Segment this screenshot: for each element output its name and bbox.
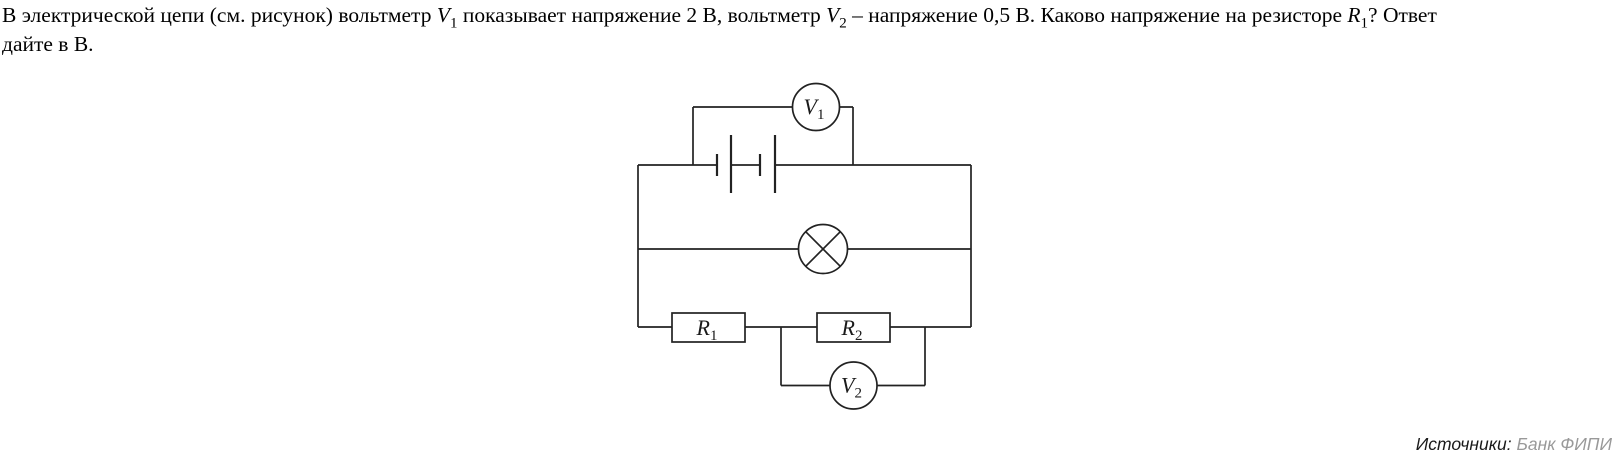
- battery-icon: [715, 135, 777, 193]
- source-attribution: Источники: Банк ФИПИ: [1416, 434, 1612, 455]
- voltmeter-v1: V1: [692, 82, 854, 165]
- source-label: Источники:: [1415, 434, 1512, 454]
- problem-text-segment: ? Ответ: [1368, 3, 1437, 27]
- voltmeter-v1-label: V1: [804, 94, 825, 123]
- voltmeter-v2: V2: [780, 327, 926, 410]
- resistor-r1-label: R1: [696, 315, 718, 344]
- problem-statement: В электрической цепи (см. рисунок) вольт…: [2, 1, 1616, 59]
- problem-text-segment: В электрической цепи (см. рисунок) вольт…: [2, 3, 437, 27]
- resistor-r2-box: [816, 312, 891, 343]
- voltmeter-v2-icon: [829, 361, 878, 410]
- voltmeter-v2-label: V2: [841, 373, 862, 402]
- resistor-r2-label: R2: [841, 315, 863, 344]
- problem-text-segment: – напряжение 0,5 В. Каково напряжение на…: [846, 3, 1348, 27]
- voltmeter-v1-icon: [791, 82, 841, 132]
- lamp-icon: [797, 223, 849, 275]
- lamp-cross-2: [805, 231, 841, 267]
- resistor-r2: R2: [816, 312, 891, 344]
- resistor-r1-box: [671, 312, 746, 343]
- problem-text-segment: дайте в В.: [2, 32, 94, 56]
- math-v1: V1: [436, 3, 458, 32]
- problem-text-segment: показывает напряжение 2 В, вольтметр: [457, 3, 827, 27]
- math-r1: R1: [1347, 3, 1369, 32]
- math-v2: V2: [826, 3, 847, 32]
- resistor-r1: R1: [671, 312, 746, 344]
- source-value: Банк ФИПИ: [1516, 434, 1612, 454]
